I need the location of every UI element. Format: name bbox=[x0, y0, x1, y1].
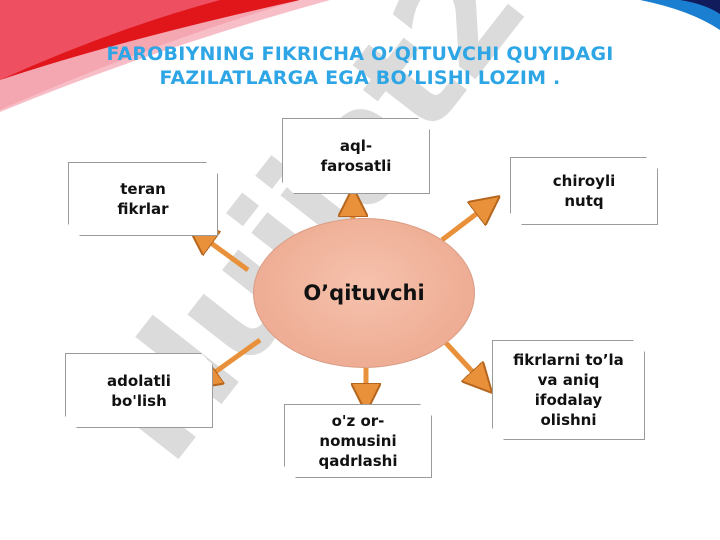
node-aql-farosatli: aql-farosatli bbox=[282, 118, 430, 194]
arrow-chiroyli bbox=[440, 205, 488, 242]
slide-title: FAROBIYNING FIKRICHA O’QITUVCHI QUYIDAGI… bbox=[106, 43, 614, 89]
node-label: aql-farosatli bbox=[320, 137, 392, 175]
arrow-teran bbox=[200, 235, 250, 273]
center-node-oqituvchi: O’qituvchi bbox=[253, 218, 475, 368]
node-label: adolatli bo'lish bbox=[107, 371, 171, 410]
node-fikrlarni-ifodalay: fikrlarni to’la va aniq ifodalay olishni bbox=[492, 340, 645, 440]
node-teran-fikrlar: teran fikrlar bbox=[68, 162, 218, 236]
node-label: teran fikrlar bbox=[117, 180, 169, 218]
node-adolatli-bolish: adolatli bo'lish bbox=[65, 353, 213, 428]
node-label: chiroyli nutq bbox=[552, 172, 616, 210]
node-label: o'z or-nomusini qadrlashi bbox=[318, 412, 398, 470]
center-label: O’qituvchi bbox=[303, 281, 425, 305]
node-chiroyli-nutq: chiroyli nutq bbox=[510, 157, 658, 225]
node-or-nomusini-qadrlashi: o'z or-nomusini qadrlashi bbox=[284, 404, 432, 478]
node-label: fikrlarni to’la va aniq ifodalay olishni bbox=[513, 351, 624, 429]
